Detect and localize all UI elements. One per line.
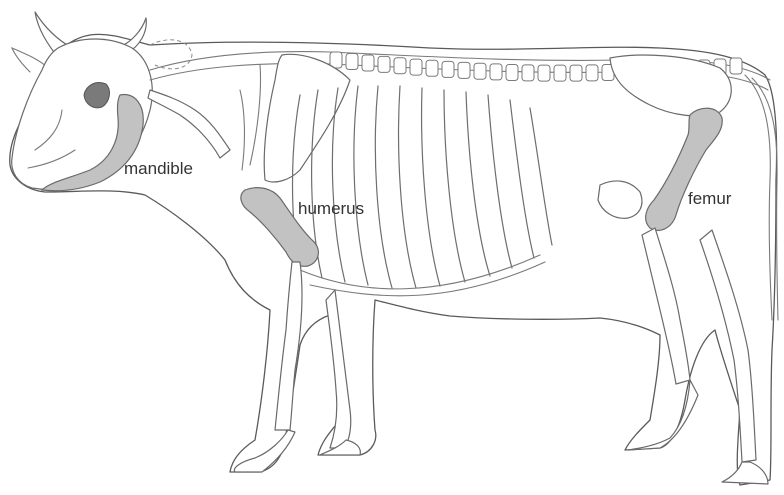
left-hind-hoof	[628, 380, 698, 450]
vertebra	[458, 62, 470, 78]
vertebra	[586, 65, 598, 81]
hind-legs	[598, 55, 768, 484]
left-radius	[275, 262, 302, 430]
humerus-label: humerus	[298, 199, 364, 218]
cervical-vertebrae	[148, 90, 230, 158]
patella-area	[598, 181, 642, 218]
right-radius	[326, 290, 351, 448]
vertebra	[442, 61, 454, 77]
pelvis	[610, 55, 731, 116]
vertebra	[410, 59, 422, 75]
left-tibia	[642, 228, 690, 384]
femur-label: femur	[688, 189, 732, 208]
tail-bones	[745, 75, 772, 320]
vertebra	[554, 65, 566, 81]
vertebra	[362, 55, 374, 71]
vertebra	[394, 58, 406, 74]
vertebra	[570, 65, 582, 81]
left-front-hoof	[234, 430, 295, 472]
femur-bone	[646, 108, 723, 230]
vertebra	[506, 64, 518, 80]
vertebra	[474, 63, 486, 79]
right-hind-hoof	[722, 462, 768, 484]
vertebra	[730, 58, 742, 74]
front-legs	[234, 188, 360, 472]
right-tibia	[700, 230, 756, 462]
mandible-label: mandible	[124, 159, 193, 178]
vertebra	[522, 65, 534, 81]
vertebra	[490, 64, 502, 80]
vertebra	[426, 60, 438, 76]
vertebra	[346, 53, 358, 69]
scapula	[240, 54, 350, 182]
vertebra	[378, 56, 390, 72]
vertebra	[538, 65, 550, 81]
